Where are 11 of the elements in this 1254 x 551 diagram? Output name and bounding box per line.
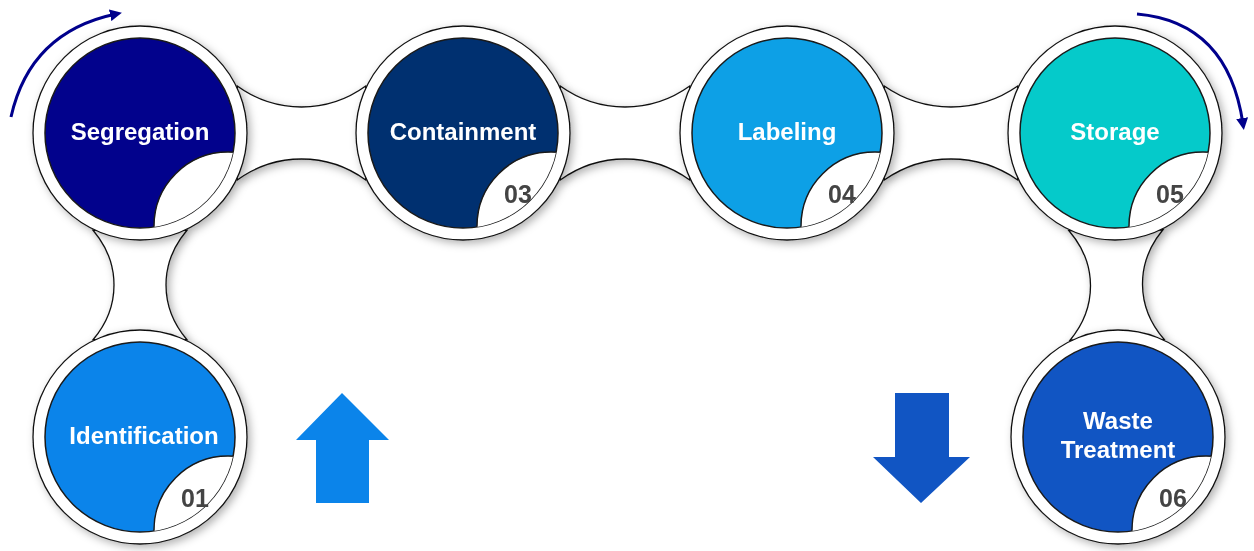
step-title: Waste Treatment [1059, 407, 1177, 465]
step-number: 01 [181, 484, 209, 513]
step-number: 03 [504, 180, 532, 209]
step-title: Storage [1069, 118, 1161, 147]
step-title: Containment [388, 118, 538, 147]
step-number: 06 [1159, 484, 1187, 513]
step-number: 04 [828, 180, 856, 209]
step-title: Identification [68, 422, 220, 451]
step-title: Labeling [736, 118, 838, 147]
step-number: 05 [1156, 180, 1184, 209]
step-title: Segregation [69, 118, 211, 147]
